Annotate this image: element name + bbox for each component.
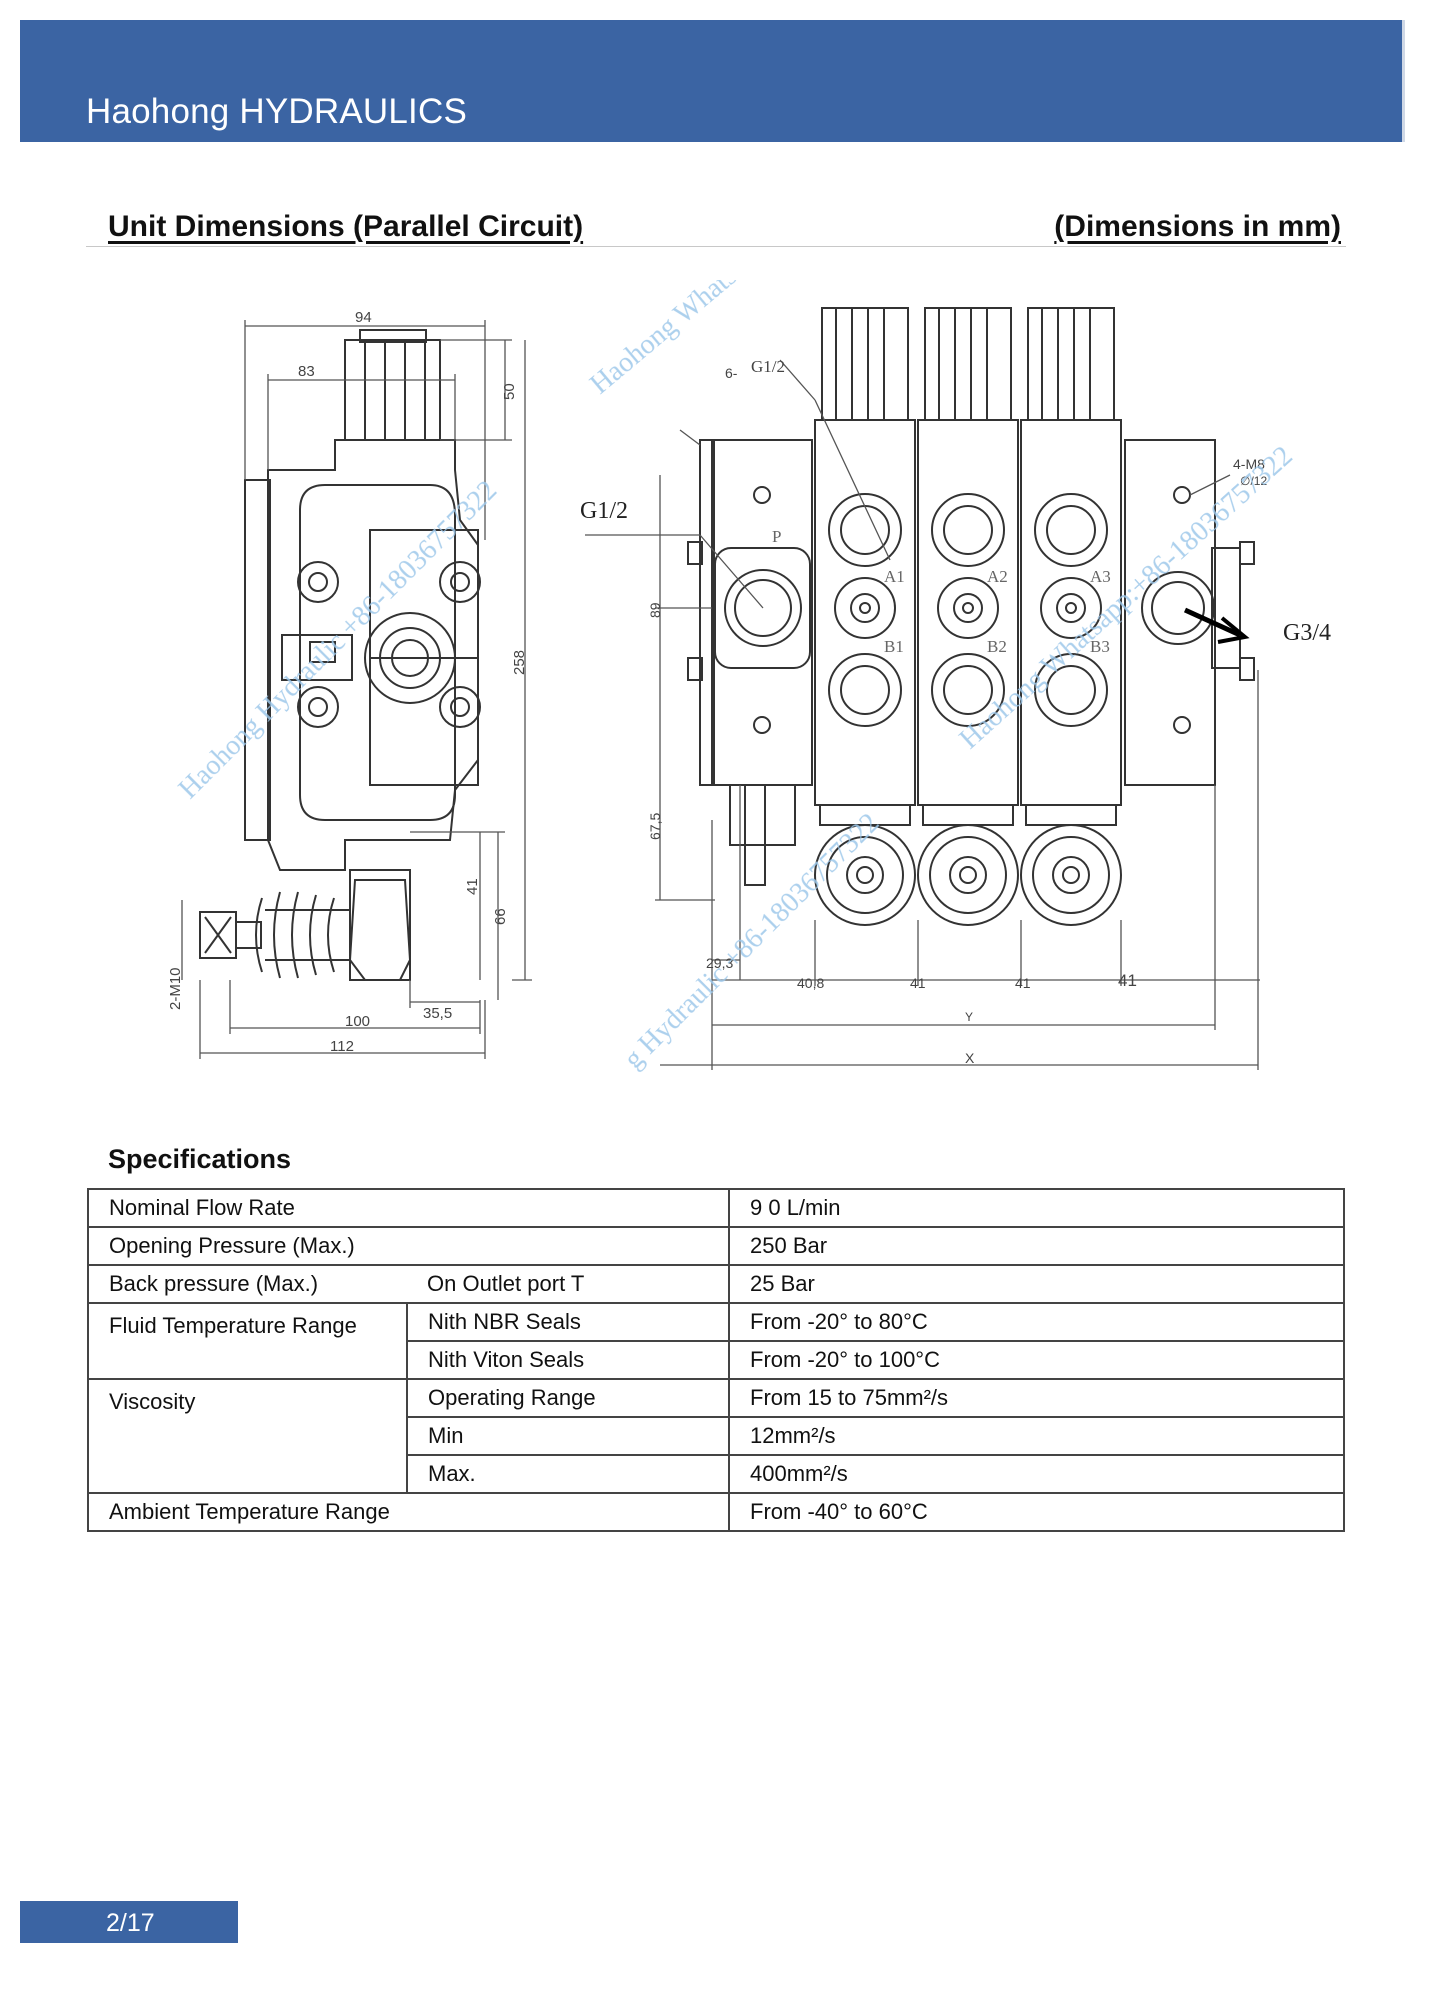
watermark-3: Haohong Whatsapp:+86-18036757322: [954, 440, 1299, 755]
footer-bar: [20, 1901, 238, 1943]
viscosity-operating-sub: Operating Range: [406, 1378, 730, 1418]
specifications-title: Specifications: [108, 1144, 292, 1174]
brand-title: Haohong HYDRAULICS: [86, 92, 467, 131]
port-a2: A2: [987, 567, 1008, 586]
viscosity-min-value: 12mm²/s: [728, 1416, 1345, 1456]
callout-g1-2-top: G1/2: [751, 357, 785, 376]
flow-rate-label: Nominal Flow Rate: [87, 1188, 730, 1228]
table-row: Opening Pressure (Max.) 250 Bar: [87, 1226, 1345, 1266]
table-row: Fluid Temperature Range Nith NBR Seals F…: [87, 1302, 1345, 1380]
dim-94: 94: [355, 309, 372, 326]
viscosity-label: Viscosity: [87, 1378, 408, 1494]
opening-pressure-value: 250 Bar: [728, 1226, 1345, 1266]
callout-g3-4: G3/4: [1283, 620, 1331, 646]
fluid-temp-viton-value: From -20° to 100°C: [728, 1340, 1345, 1380]
dim-66: 66: [492, 908, 509, 925]
dim-89: 89: [647, 602, 663, 618]
front-view: 6- G1/2 G1/2 G3/4 4-M8 ∅/12 P A1 A2 A3 B…: [580, 307, 1331, 1070]
port-a3: A3: [1090, 567, 1111, 586]
dim-50: 50: [501, 383, 518, 400]
specifications-table: Nominal Flow Rate 9 0 L/min Opening Pres…: [87, 1188, 1345, 1532]
section-unit-note: (Dimensions in mm): [1054, 210, 1341, 243]
watermark-2: Haohong Hydraulic +86-18036757322: [173, 475, 503, 805]
fluid-temp-viton-sub: Nith Viton Seals: [406, 1340, 730, 1380]
fluid-temp-label: Fluid Temperature Range: [87, 1302, 408, 1380]
callout-diameter-12: ∅/12: [1240, 474, 1267, 488]
dim-41: 41: [464, 878, 481, 895]
viscosity-max-sub: Max.: [406, 1454, 730, 1494]
section-3: [1020, 307, 1122, 926]
port-p: P: [772, 527, 781, 546]
dimension-drawing: 94 83 50 258 41 66 2-M10 100 35,5 112: [167, 280, 1331, 1075]
back-pressure-sub: On Outlet port T: [407, 1264, 730, 1304]
fluid-temp-nbr-sub: Nith NBR Seals: [406, 1302, 730, 1342]
table-row: Min 12mm²/s: [88, 1416, 1345, 1456]
side-view: 94 83 50 258 41 66 2-M10 100 35,5 112: [167, 309, 532, 1059]
table-row: Viscosity Operating Range From 15 to 75m…: [87, 1378, 1345, 1494]
fluid-temp-nbr-value: From -20° to 80°C: [728, 1302, 1345, 1342]
dim-40-8: 40,8: [797, 975, 824, 991]
callout-g1-2-left: G1/2: [580, 498, 628, 524]
table-row: Nith Viton Seals From -20° to 100°C: [88, 1340, 1345, 1380]
dim-35-5: 35,5: [423, 1005, 452, 1022]
port-b3: B3: [1090, 637, 1110, 656]
dim-83: 83: [298, 363, 315, 380]
header-edge: [1402, 20, 1405, 142]
port-b2: B2: [987, 637, 1007, 656]
port-a1: A1: [884, 567, 905, 586]
callout-4-m8: 4-M8: [1233, 456, 1265, 472]
flow-rate-value: 9 0 L/min: [728, 1188, 1345, 1228]
section-rule: [86, 246, 1346, 247]
opening-pressure-label: Opening Pressure (Max.): [87, 1226, 730, 1266]
back-pressure-value: 25 Bar: [728, 1264, 1345, 1304]
page-number: 2/17: [106, 1909, 155, 1937]
section-1: [814, 307, 916, 926]
callout-6-prefix: 6-: [725, 365, 738, 381]
dim-41-b: 41: [1015, 975, 1031, 991]
viscosity-operating-value: From 15 to 75mm²/s: [728, 1378, 1345, 1418]
dim-29-3: 29,3: [706, 955, 733, 971]
dim-2-m10: 2-M10: [167, 967, 184, 1010]
viscosity-min-sub: Min: [406, 1416, 730, 1456]
dim-y: Y: [965, 1010, 973, 1024]
dim-41-a: 41: [910, 975, 926, 991]
table-row: Back pressure (Max.) On Outlet port T 25…: [87, 1264, 1345, 1304]
dim-100: 100: [345, 1013, 370, 1030]
dim-258: 258: [511, 650, 528, 675]
watermark-1: Haohong Whatsapp:: [585, 280, 780, 400]
back-pressure-label: Back pressure (Max.): [87, 1264, 407, 1304]
ambient-temp-value: From -40° to 60°C: [728, 1492, 1345, 1532]
section-2: [917, 307, 1019, 926]
dim-x: X: [965, 1050, 975, 1066]
table-row: Ambient Temperature Range From -40° to 6…: [87, 1492, 1345, 1532]
watermark-4: g Hydraulic +86-18036757322: [618, 808, 885, 1075]
section-title: Unit Dimensions (Parallel Circuit): [108, 210, 584, 243]
dim-67-5: 67,5: [647, 813, 663, 840]
table-row: Max. 400mm²/s: [88, 1454, 1345, 1494]
ambient-temp-label: Ambient Temperature Range: [87, 1492, 730, 1532]
port-b1: B1: [884, 637, 904, 656]
dim-41-c: 41: [1118, 971, 1137, 990]
table-row: Nominal Flow Rate 9 0 L/min: [87, 1188, 1345, 1228]
header-bar: [20, 20, 1402, 142]
dim-112: 112: [330, 1038, 354, 1055]
viscosity-max-value: 400mm²/s: [728, 1454, 1345, 1494]
